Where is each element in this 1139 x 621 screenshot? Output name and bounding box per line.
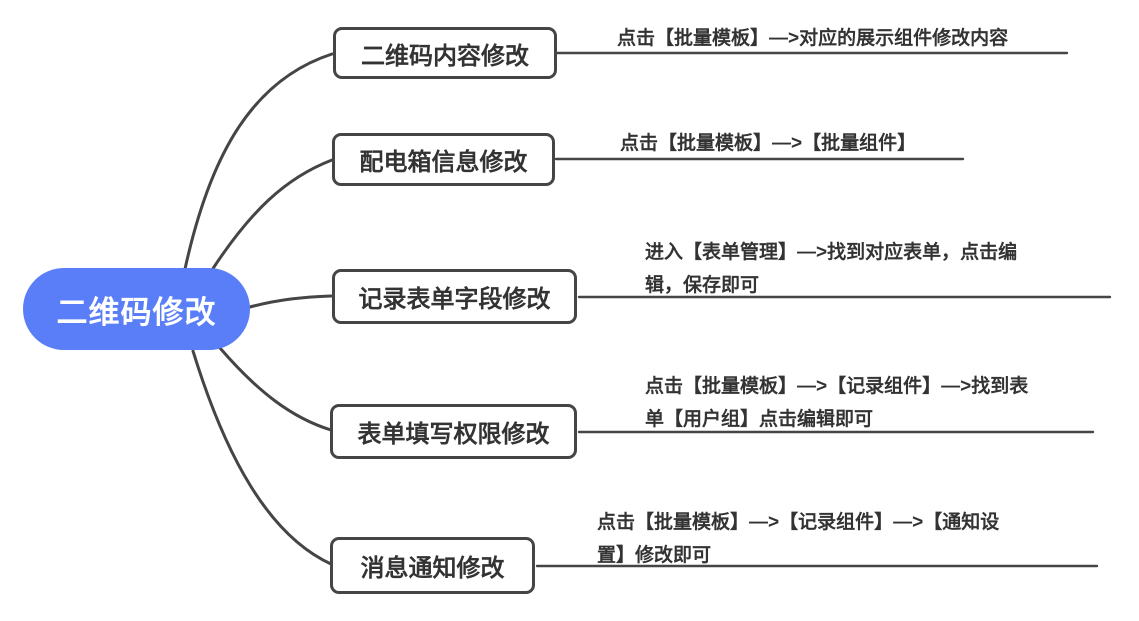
root-node[interactable]: 二维码修改 <box>23 268 250 350</box>
connector-curve-message-notification <box>191 349 333 566</box>
root-node-label: 二维码修改 <box>56 294 217 330</box>
node-qrcode-content-label: 二维码内容修改 <box>361 42 529 70</box>
annotation-record-form-fields[interactable]: 进入【表单管理】—>找到对应表单，点击编 辑，保存即可 <box>645 236 1017 302</box>
annotation-message-notification[interactable]: 点击【批量模板】—>【记录组件】—>【通知设 置】修改即可 <box>597 506 999 572</box>
annotation-message-notification-text-2: 置】修改即可 <box>597 545 712 566</box>
annotation-distribution-box-info[interactable]: 点击【批量模板】—>【批量组件】 <box>620 127 916 160</box>
node-distribution-box-info-label: 配电箱信息修改 <box>359 149 528 176</box>
node-message-notification-label: 消息通知修改 <box>360 555 505 582</box>
node-qrcode-content[interactable]: 二维码内容修改 <box>333 27 557 79</box>
node-record-form-fields-label: 记录表单字段修改 <box>358 286 551 313</box>
node-form-fill-permission[interactable]: 表单填写权限修改 <box>330 404 577 459</box>
connector-curve-record-form-fields <box>248 294 333 309</box>
annotation-record-form-fields-text-1: 进入【表单管理】—>找到对应表单，点击编 <box>645 242 1018 263</box>
node-distribution-box-info[interactable]: 配电箱信息修改 <box>332 133 555 186</box>
annotation-form-fill-permission-text-2: 单【用户组】点击编辑即可 <box>645 409 874 430</box>
annotation-distribution-box-info-text: 点击【批量模板】—>【批量组件】 <box>620 133 917 154</box>
node-record-form-fields[interactable]: 记录表单字段修改 <box>332 269 577 324</box>
connector-curve-distribution-box-info <box>210 158 334 272</box>
annotation-message-notification-text-1: 点击【批量模板】—>【记录组件】—>【通知设 <box>597 512 1000 533</box>
node-message-notification[interactable]: 消息通知修改 <box>330 537 535 594</box>
connector-curve-qrcode-content <box>183 52 334 271</box>
annotation-record-form-fields-text-2: 辑，保存即可 <box>645 275 760 296</box>
annotation-qrcode-content-text: 点击【批量模板】—>对应的展示组件修改内容 <box>617 28 1009 49</box>
annotation-qrcode-content[interactable]: 点击【批量模板】—>对应的展示组件修改内容 <box>617 22 1008 55</box>
connector-curve-form-fill-permission <box>218 346 333 432</box>
annotation-form-fill-permission-text-1: 点击【批量模板】—>【记录组件】—>找到表 <box>645 376 1029 397</box>
node-form-fill-permission-label: 表单填写权限修改 <box>357 421 550 448</box>
annotation-form-fill-permission[interactable]: 点击【批量模板】—>【记录组件】—>找到表 单【用户组】点击编辑即可 <box>645 370 1028 436</box>
